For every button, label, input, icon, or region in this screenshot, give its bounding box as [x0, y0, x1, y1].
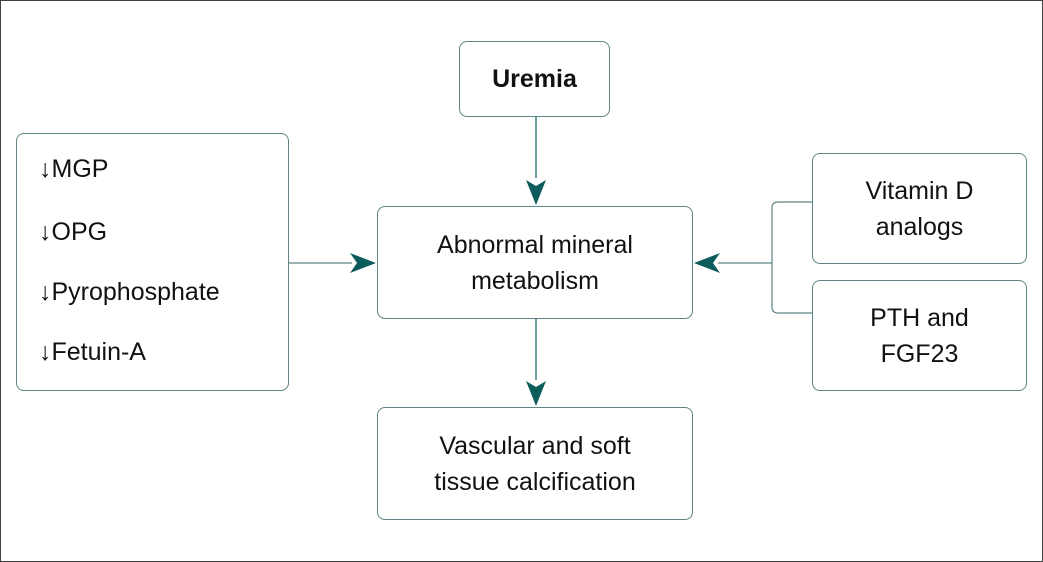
inhibitor-item: ↓OPG: [39, 218, 108, 246]
node-vascular-calcification: Vascular and soft tissue calcification: [377, 407, 693, 520]
node-vitamin-d-analogs: Vitamin D analogs: [812, 153, 1027, 264]
node-pth-fgf23: PTH and FGF23: [812, 280, 1027, 391]
node-abnormal-mineral-metabolism: Abnormal mineral metabolism: [377, 206, 693, 319]
arrowhead-right-abnormal: [694, 253, 720, 273]
node-vitd-line-1: Vitamin D: [865, 176, 974, 205]
inhibitor-item: ↓Pyrophosphate: [39, 278, 220, 306]
arrowhead-inhibitors-abnormal: [350, 253, 376, 273]
node-pth-line-2: FGF23: [880, 339, 959, 368]
edge-bracket-right: [771, 201, 812, 314]
node-vascular-line-2: tissue calcification: [434, 467, 636, 496]
arrowhead-uremia-abnormal: [526, 180, 546, 205]
inhibitor-item: ↓MGP: [39, 155, 109, 183]
node-vitd-line-2: analogs: [875, 212, 964, 241]
node-pth-line-1: PTH and: [870, 303, 969, 332]
node-vascular-line-1: Vascular and soft: [439, 431, 631, 460]
node-abnormal-line-1: Abnormal mineral: [437, 230, 633, 259]
node-calcification-inhibitors: ↓MGP ↓OPG ↓Pyrophosphate ↓Fetuin-A: [16, 133, 289, 391]
arrowhead-abnormal-vascular: [526, 381, 546, 406]
node-uremia: Uremia: [459, 41, 610, 117]
node-abnormal-line-2: metabolism: [471, 266, 599, 295]
node-uremia-label: Uremia: [492, 65, 577, 93]
inhibitor-item: ↓Fetuin-A: [39, 338, 146, 366]
